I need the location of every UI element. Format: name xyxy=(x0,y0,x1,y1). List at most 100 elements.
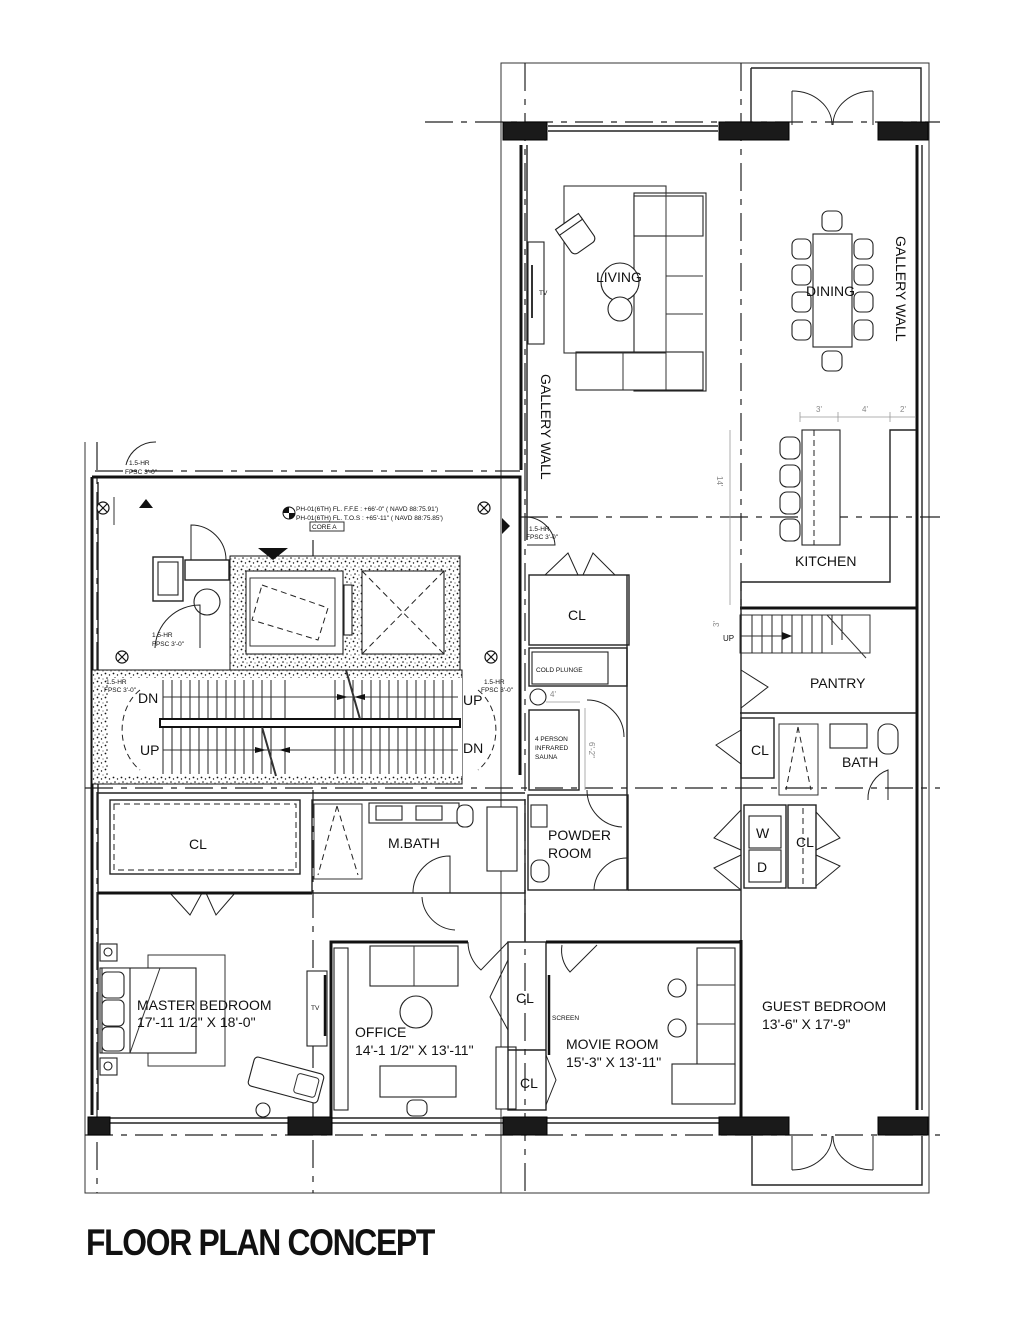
elevator-arrow-icon xyxy=(258,548,288,560)
elevation-marker-icon xyxy=(282,506,296,520)
office-desk xyxy=(379,1065,457,1098)
room-label-bath: BATH xyxy=(842,754,878,770)
exit-sign-icon xyxy=(96,497,115,525)
fire-door-rating-3: 1.5-HR xyxy=(106,679,127,686)
riser-icon xyxy=(193,588,221,616)
stair-up-left: UP xyxy=(140,742,159,758)
kitchen-counter xyxy=(741,429,916,583)
fire-door-core-upper[interactable] xyxy=(190,524,227,561)
room-label-powder-2: ROOM xyxy=(548,845,592,861)
living-room: TV LIVING xyxy=(527,185,707,392)
property-boundary xyxy=(84,62,930,1194)
balcony-door-bottom[interactable] xyxy=(791,1135,874,1171)
sauna-label-2: INFRARED xyxy=(535,745,569,752)
balcony-door-top[interactable] xyxy=(791,90,874,126)
room-size-office: 14'-1 1/2" X 13'-11" xyxy=(355,1042,474,1058)
closet-label-master: CL xyxy=(189,836,207,852)
dim-plunge: 4' xyxy=(550,690,556,699)
dim-island-a: 3' xyxy=(816,405,822,414)
tv-label: TV xyxy=(539,290,548,297)
fire-door-rating-2: 1.5-HR xyxy=(129,460,150,467)
master-bath: M.BATH xyxy=(311,799,526,894)
master-closet: CL xyxy=(98,799,312,916)
linen-closet xyxy=(787,804,817,889)
closet-label-bath: CL xyxy=(751,742,769,758)
screen-label: SCREEN xyxy=(552,1015,579,1022)
office-table xyxy=(399,995,433,1029)
dim-sauna: 6'-2" xyxy=(587,742,596,758)
fire-door-spec-2: FPSC 3'-0" xyxy=(125,469,158,476)
stair-handrail xyxy=(159,718,461,728)
master-shower xyxy=(313,803,363,880)
dim-island-b: 4' xyxy=(862,405,868,414)
dim-stair-landing: 3' xyxy=(712,621,721,627)
sauna-label-3: SAUNA xyxy=(535,754,558,761)
dim-kitchen-depth: 14' xyxy=(715,476,724,487)
powder-room: POWDER ROOM xyxy=(527,794,629,891)
fire-door-spec-3: FPSC 3'-0" xyxy=(104,687,137,694)
room-label-guest-bedroom: GUEST BEDROOM xyxy=(762,998,886,1014)
room-label-kitchen: KITCHEN xyxy=(795,553,856,569)
hall-door[interactable] xyxy=(421,896,456,931)
bath-toilet xyxy=(877,723,899,755)
fire-door-spec-5: FPSC 3'-0" xyxy=(526,534,559,541)
closet-label-office-2: CL xyxy=(520,1075,538,1091)
cold-plunge-label: COLD PLUNGE xyxy=(536,667,583,674)
master-bedroom: TV MASTER BEDROOM 17'-11 1/2" X 18'-0" xyxy=(99,943,328,1118)
elevation-ffe: PH-01(6TH) FL. F.F.E : +66'-0" ( NAVD 88… xyxy=(296,506,438,513)
office: OFFICE 14'-1 1/2" X 13'-11" xyxy=(329,940,517,1117)
lounge-chair xyxy=(554,212,596,255)
cold-plunge xyxy=(531,651,609,685)
room-label-living: LIVING xyxy=(596,269,642,285)
dining-chairs xyxy=(791,210,874,372)
stair-dn-left: DN xyxy=(138,690,158,706)
dining-room: DINING xyxy=(791,210,874,372)
closet-label-wellness: CL xyxy=(568,607,586,623)
chaise-lounge xyxy=(247,1056,325,1104)
room-label-powder-1: POWDER xyxy=(548,827,611,843)
dining-table xyxy=(812,233,853,348)
fire-door-rating-1: 1.5-HR xyxy=(152,632,173,639)
stair-dn-right: DN xyxy=(463,740,483,756)
room-size-master-bedroom: 17'-11 1/2" X 18'-0" xyxy=(137,1014,256,1030)
washer xyxy=(748,815,782,849)
fire-door-spec-4: FPSC 3'-0" xyxy=(481,687,514,694)
gallery-wall-label-right: GALLERY WALL xyxy=(893,236,909,342)
core-label: CORE A xyxy=(312,524,337,531)
infrared-sauna xyxy=(528,709,580,791)
building-core: DN UP UP DN 1.5-HR FPSC 3'-0" 1.5-HR FPS… xyxy=(91,441,559,785)
direction-arrow-icon xyxy=(502,518,510,534)
elevation-tos: PH-01(6TH) FL. T.O.S : +65'-11" ( NAVD 8… xyxy=(296,515,443,522)
shower xyxy=(778,723,819,796)
pantry-door xyxy=(740,669,769,709)
elevator-1 xyxy=(245,570,344,655)
office-bookshelf xyxy=(333,947,349,1111)
room-size-guest-bedroom: 13'-6" X 17'-9" xyxy=(762,1016,850,1032)
exterior-walls xyxy=(90,67,923,1186)
room-label-movie-room: MOVIE ROOM xyxy=(566,1036,659,1052)
room-label-master-bedroom: MASTER BEDROOM xyxy=(137,997,272,1013)
elevator-2 xyxy=(361,570,445,655)
page-title: FLOOR PLAN CONCEPT xyxy=(86,1222,435,1263)
bathtub xyxy=(486,806,518,872)
movie-room: SCREEN MOVIE ROOM 15'-3" X 13'-11" xyxy=(546,940,741,1105)
pantry: UP 3' PANTRY xyxy=(712,606,916,714)
exit-sign-icon xyxy=(477,501,491,515)
exit-sign-icon xyxy=(484,650,498,664)
laundry: W D CL xyxy=(713,804,841,891)
washer-label: W xyxy=(756,825,770,841)
side-table xyxy=(607,296,633,322)
stair-up-right: UP xyxy=(463,692,482,708)
north-arrow-icon xyxy=(139,499,153,508)
room-label-dining: DINING xyxy=(806,283,855,299)
wellness-suite: CL COLD PLUNGE 4' 4 PERSON INFRARED SAUN… xyxy=(528,552,630,890)
bath-sink xyxy=(829,723,868,749)
office-cabinet xyxy=(495,1046,517,1110)
bedroom-tv-console xyxy=(306,970,328,1047)
gallery-wall-label-left: GALLERY WALL xyxy=(538,374,554,480)
room-label-pantry: PANTRY xyxy=(810,675,866,691)
closet-label-office-1: CL xyxy=(516,990,534,1006)
dryer xyxy=(748,849,782,883)
guest-bedroom: GUEST BEDROOM 13'-6" X 17'-9" xyxy=(739,582,886,1117)
